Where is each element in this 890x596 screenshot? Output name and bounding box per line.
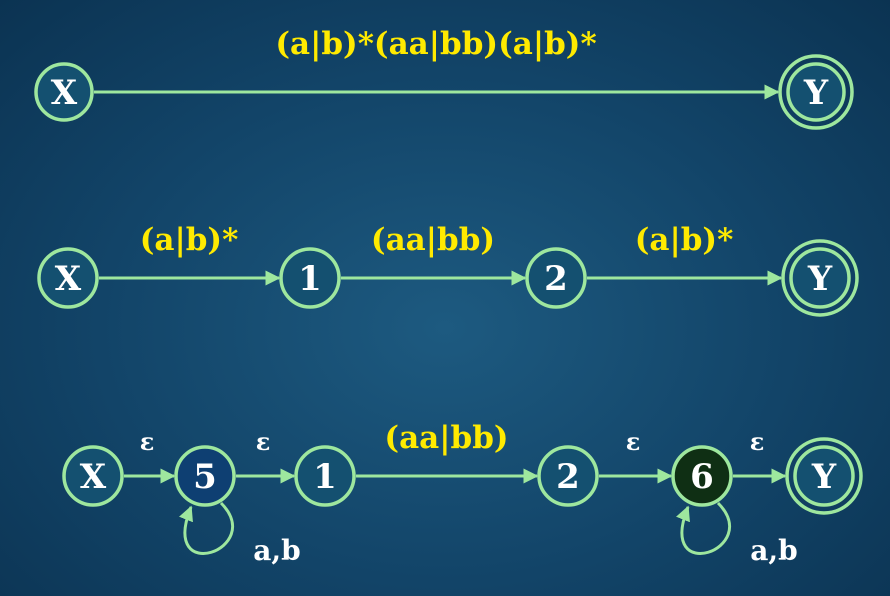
transition-label-2-1-2: (aa|bb) [384, 420, 508, 456]
state-label: Y [803, 73, 829, 113]
state-label: 2 [544, 259, 568, 299]
state-X-row2: X [62, 445, 124, 507]
state-2-row2: 2 [537, 445, 599, 507]
state-circle [174, 445, 236, 507]
state-circle [34, 62, 94, 122]
state-label: 2 [556, 457, 580, 497]
state-Y-row1: Y [781, 239, 859, 317]
state-circle [786, 62, 846, 122]
state-label: 5 [193, 457, 217, 497]
state-label: 1 [313, 457, 337, 497]
accepting-ring [781, 239, 859, 317]
transition-label-1-X-1: (a|b)* [140, 222, 239, 258]
state-label: 6 [690, 457, 714, 497]
state-label: Y [807, 259, 833, 299]
state-1-row2: 1 [294, 445, 356, 507]
transition-label-0-X-Y: (a|b)*(aa|bb)(a|b)* [275, 26, 596, 62]
state-X-row0: X [34, 62, 94, 122]
state-Y-row0: Y [778, 54, 854, 130]
transition-label-2-2-6: ε [626, 427, 641, 456]
state-label: Y [811, 457, 837, 497]
state-circle [793, 445, 855, 507]
state-Y-row2: Y [785, 437, 863, 515]
accepting-ring [785, 437, 863, 515]
transition-label-1-2-Y: (a|b)* [635, 222, 734, 258]
state-label: X [80, 457, 107, 497]
transition-label-2-5-1: ε [256, 427, 271, 456]
state-5-row2: 5 [174, 445, 236, 507]
self-loop-label-5: a,b [253, 534, 300, 567]
state-label: X [55, 259, 82, 299]
state-1-row1: 1 [279, 247, 341, 309]
state-circle [789, 247, 851, 309]
state-2-row1: 2 [525, 247, 587, 309]
state-circle [671, 445, 733, 507]
edges-layer [94, 84, 787, 555]
transition-label-2-X-5: ε [140, 427, 155, 456]
state-circle [62, 445, 124, 507]
state-6-row2: 6 [671, 445, 733, 507]
state-circle [37, 247, 99, 309]
self-loop-label-6: a,b [750, 534, 797, 567]
transition-label-2-6-Y: ε [750, 427, 765, 456]
state-circle [537, 445, 599, 507]
state-circle [294, 445, 356, 507]
state-label: X [51, 73, 78, 113]
accepting-ring [778, 54, 854, 130]
state-circle [279, 247, 341, 309]
state-circle [525, 247, 587, 309]
self-loop-5 [179, 501, 235, 555]
state-X-row1: X [37, 247, 99, 309]
self-loop-6 [676, 501, 732, 555]
state-label: 1 [298, 259, 322, 299]
transition-label-1-1-2: (aa|bb) [371, 222, 495, 258]
